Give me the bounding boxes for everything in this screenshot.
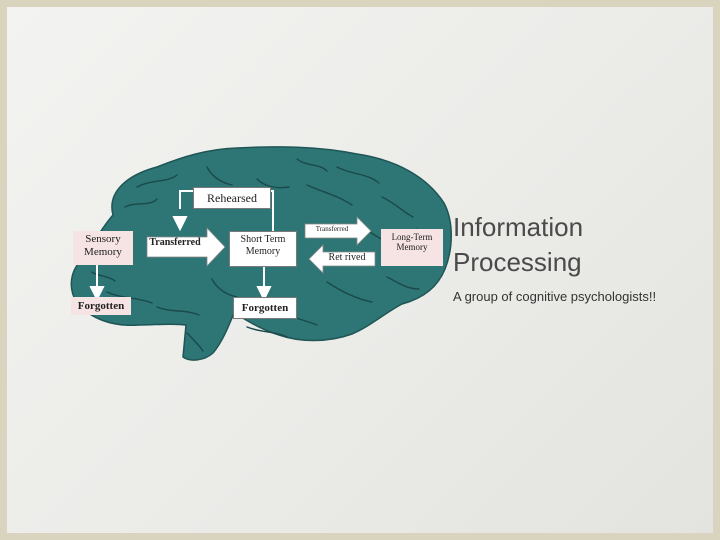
rehearsed-label: Rehearsed xyxy=(193,187,271,209)
slide: Rehearsed Sensory Memory Transferred Sho… xyxy=(7,7,713,533)
subtitle: A group of cognitive psychologists!! xyxy=(453,289,657,304)
forgotten-label-2: Forgotten xyxy=(233,297,297,319)
transferred-arrow-1 xyxy=(146,226,226,268)
long-term-memory-line2: Memory xyxy=(396,242,428,253)
short-term-memory-label: Short Term Memory xyxy=(229,231,297,267)
short-term-memory-line2: Memory xyxy=(245,245,281,257)
sensory-memory-label: Sensory Memory xyxy=(73,231,133,265)
short-term-memory-line1: Short Term xyxy=(240,234,286,245)
long-term-memory-line1: Long-Term xyxy=(391,232,433,242)
title-line2: Processing xyxy=(453,247,582,277)
page-title: Information Processing xyxy=(453,210,683,280)
transferred-label-1: Transferred xyxy=(149,237,201,248)
long-term-memory-label: Long-Term Memory xyxy=(381,229,443,266)
flow-arrows xyxy=(89,190,274,302)
title-line1: Information xyxy=(453,212,584,242)
sensory-memory-line2: Memory xyxy=(84,245,122,258)
forgotten-label-1: Forgotten xyxy=(71,297,131,315)
retrieved-arrow xyxy=(308,244,376,274)
retrived-label: Ret rived xyxy=(328,252,366,263)
transferred-arrow-2 xyxy=(304,216,372,246)
transferred-label-2: Transferred xyxy=(315,225,349,233)
sensory-memory-line1: Sensory xyxy=(85,233,121,245)
